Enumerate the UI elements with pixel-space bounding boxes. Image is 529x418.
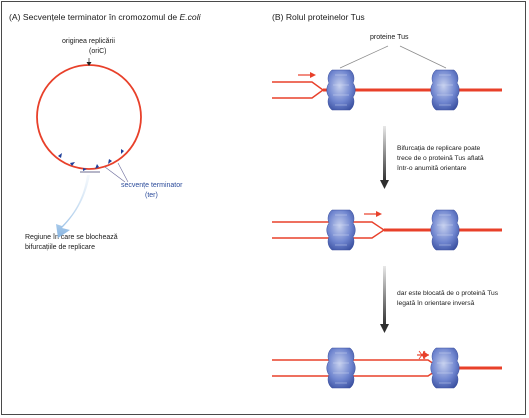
- note2-line2: legată în orientare inversă: [397, 300, 475, 307]
- region-arrow: [56, 175, 90, 238]
- terminator-label-code: (ter): [145, 192, 158, 199]
- note2-line1: dar este blocată de o proteină Tus: [397, 290, 499, 297]
- down-arrow-2: [380, 266, 389, 333]
- fork-row-3: [272, 347, 502, 389]
- block-region-label: Regiune în care se blochează: [25, 234, 118, 241]
- down-arrow-1: [380, 126, 389, 189]
- tus-protein: [326, 69, 356, 111]
- chromosome-circle: [36, 64, 142, 170]
- tus-protein: [430, 347, 460, 389]
- tus-protein: [326, 347, 356, 389]
- tus-protein: [430, 69, 460, 111]
- terminator-sites: [58, 149, 124, 171]
- terminator-leader-lines: [104, 162, 129, 183]
- tus-label: proteine Tus: [370, 34, 409, 41]
- origin-label-code: (oriC): [89, 48, 107, 55]
- origin-arrowhead: [86, 62, 92, 66]
- block-region-label-2: bifurcațiile de replicare: [25, 244, 96, 251]
- panel-a-title: (A) Secvențele terminator în cromozomul …: [9, 12, 201, 22]
- panel-b-title: (B) Rolul proteinelor Tus: [272, 12, 365, 22]
- origin-label: originea replicării: [62, 38, 115, 45]
- fork-row-2: [272, 209, 502, 251]
- note1-line2: trece de o proteină Tus aflată: [397, 155, 484, 162]
- fork-row-1: [272, 69, 502, 111]
- tus-protein: [326, 209, 356, 251]
- note1-line1: Bifurcația de replicare poate: [397, 145, 481, 152]
- tus-protein: [430, 209, 460, 251]
- terminator-label: secvențe terminator: [121, 182, 183, 189]
- note1-line3: într-o anumită orientare: [397, 165, 467, 172]
- tus-leader-lines: [339, 45, 447, 69]
